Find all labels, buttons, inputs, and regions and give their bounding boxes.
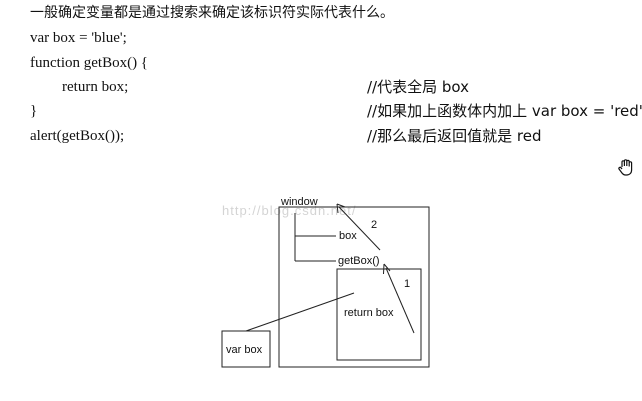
comment-line-3: //那么最后返回值就是 red: [367, 127, 542, 145]
function-scope-box: [336, 268, 422, 361]
box-label: box: [339, 230, 357, 242]
code-line-4: }: [30, 103, 38, 119]
arrow-1-label: 1: [404, 278, 410, 290]
var-box-label: var box: [226, 344, 263, 356]
window-box: [278, 206, 430, 368]
arrow-2-line: [338, 206, 381, 251]
window-label: window: [280, 196, 318, 208]
intro-text: 一般确定变量都是通过搜索来确定该标识符实际代表什么。: [30, 5, 394, 21]
code-line-5: alert(getBox());: [30, 128, 125, 144]
code-line-1: var box = 'blue';: [30, 30, 127, 46]
connector-line: [245, 292, 355, 332]
return-box-label: return box: [344, 307, 394, 319]
code-line-3: return box;: [62, 79, 129, 95]
getbox-label: getBox(): [338, 255, 380, 267]
arrow-1-head: [383, 263, 391, 275]
arrow-1-line: [385, 267, 415, 334]
hand-cursor-icon: [618, 159, 633, 176]
comment-line-1: //代表全局 box: [367, 78, 469, 96]
code-line-2: function getBox() {: [30, 55, 149, 71]
arrow-2-label: 2: [371, 219, 377, 231]
arrow-2-head: [336, 203, 346, 214]
comment-line-2: //如果加上函数体内加上 var box = 'red': [367, 102, 642, 120]
